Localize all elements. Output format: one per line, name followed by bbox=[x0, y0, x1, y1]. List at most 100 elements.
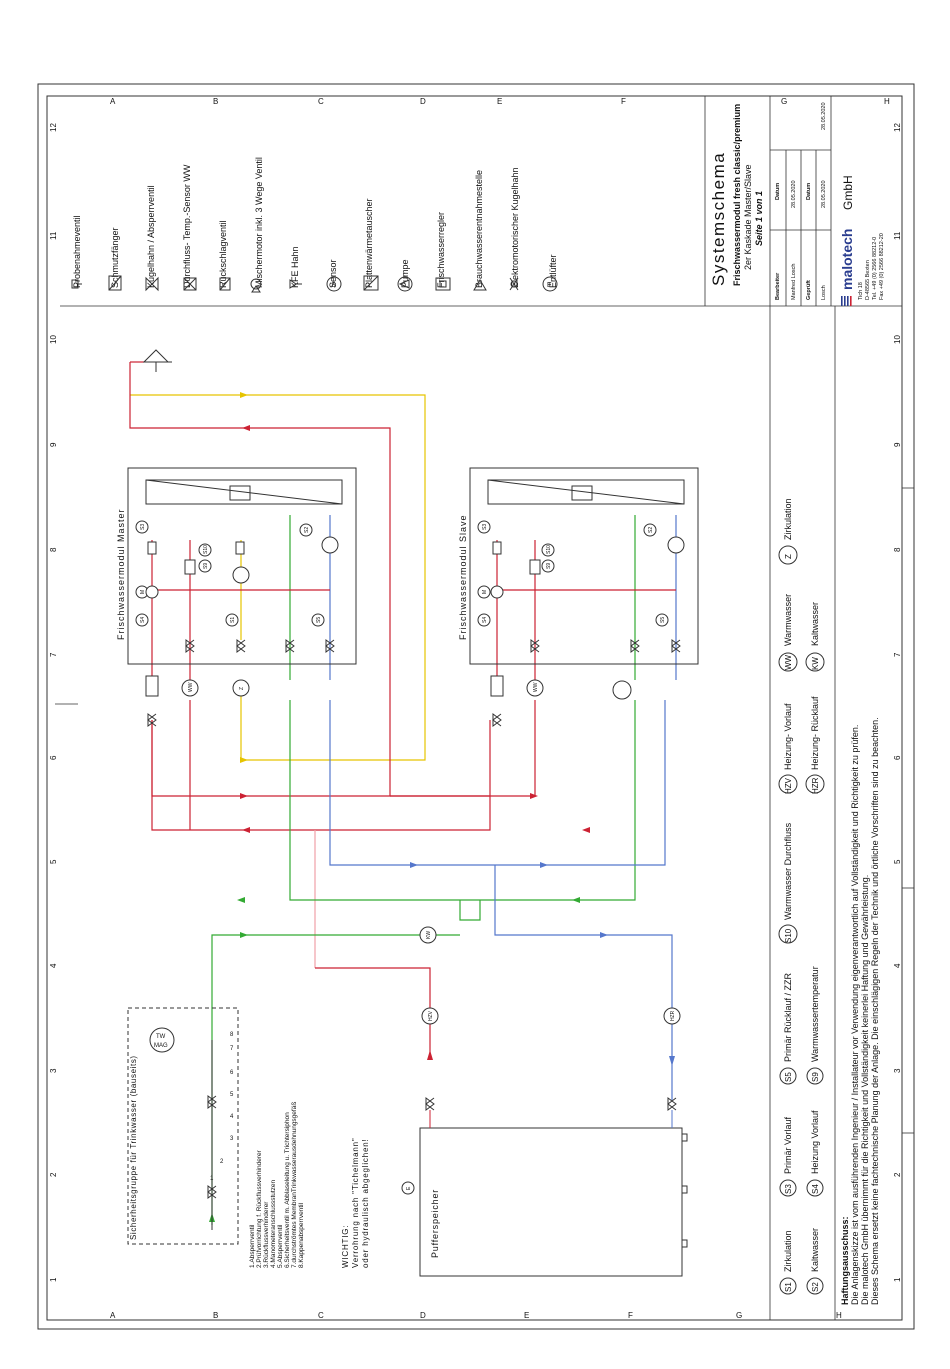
liability-line-2: Die malotech GmbH übernimmt für die Rich… bbox=[860, 875, 870, 1305]
datum-3: 28.05.2020 bbox=[821, 180, 827, 208]
ball-valve-icon bbox=[425, 1097, 435, 1111]
sensor-tags bbox=[135, 520, 681, 1195]
liability-line-3: Dieses Schema ersetzt keine fachtechnisc… bbox=[870, 717, 880, 1305]
warning-note: WICHTIG: Verrohrung nach "Tichelmann" od… bbox=[341, 1137, 370, 1268]
ball-valve-icon bbox=[145, 276, 159, 292]
legend-label: Kugelhahn / Absperrventil bbox=[146, 185, 156, 288]
safety-item: 7.durchströmtes MembranTrinkwasserausdeh… bbox=[291, 1102, 298, 1268]
motor-ball-valve-icon bbox=[509, 277, 519, 291]
ball-valve-icon bbox=[185, 639, 195, 653]
sensor-tag: S2 bbox=[304, 527, 310, 533]
legend-item: Probenahmeventil bbox=[72, 215, 82, 288]
sensor-tag: S9 bbox=[203, 563, 209, 569]
abbr-label: Kaltwasser bbox=[810, 602, 820, 646]
border-number: 6 bbox=[49, 755, 58, 760]
abbr-label: Warmwasser Durchfluss bbox=[783, 822, 793, 920]
safety-number: 1 bbox=[210, 1176, 214, 1182]
legend-item: Brauchwasserentnahmestelle bbox=[474, 170, 484, 288]
safety-group-title: Sicherheitsgruppe für Trinkwasser (bause… bbox=[129, 1055, 138, 1240]
company-tel: Tel. +49 (0) 2566 88212-0 bbox=[872, 237, 878, 300]
abbreviation-legend: S1 Zirkulation S2 Kaltwasser S3 Primär V… bbox=[778, 498, 825, 1295]
warning-heading: WICHTIG: bbox=[341, 1225, 350, 1268]
check-valve-icon bbox=[219, 277, 231, 291]
strainer-icon bbox=[490, 675, 504, 697]
title-line-1: Frischwassermodul fresh classic/premium bbox=[732, 104, 742, 286]
inner-frame bbox=[46, 95, 903, 1321]
legend-label: Entlüfter bbox=[548, 254, 558, 288]
sensor-tag: WW bbox=[533, 682, 539, 692]
tap-point-icon bbox=[473, 279, 487, 291]
geprueft-name: Losch bbox=[821, 285, 827, 300]
legend-item: KFE Hahn bbox=[290, 246, 300, 288]
safety-item: 1.Absperrventil bbox=[249, 1224, 256, 1268]
warning-line-1: Verrohrung nach "Tichelmann" bbox=[351, 1137, 360, 1268]
liability-heading: Haftungsausschuss: bbox=[840, 1216, 850, 1305]
border-number: 4 bbox=[893, 963, 902, 968]
legend-label: Elektromotorischer Kugelhahn bbox=[510, 167, 520, 288]
flow-temp-sensor-icon bbox=[183, 277, 197, 291]
border-letter: F bbox=[621, 97, 626, 106]
border-number: 4 bbox=[49, 963, 58, 968]
abbr-label: Primär Vorlauf bbox=[783, 1116, 793, 1174]
company-fax: Fax +49 (0) 2566 88212-20 bbox=[879, 233, 885, 300]
border-letter: C bbox=[318, 1311, 324, 1320]
border-letter: G bbox=[736, 1311, 742, 1320]
abbr-label: Primär Rücklauf / ZZR bbox=[783, 972, 793, 1062]
safety-number: 2 bbox=[220, 1159, 224, 1165]
border-letter: D bbox=[420, 97, 426, 106]
legend-item: Frischwasserregler bbox=[436, 212, 446, 288]
sensor-tag: S1 bbox=[230, 617, 236, 623]
liability-notice: Haftungsausschuss: Die Anlagenskizze ist… bbox=[840, 717, 880, 1305]
border-number: 10 bbox=[49, 335, 58, 344]
mag-label: MAG bbox=[154, 1043, 168, 1049]
sensor-tag: S10 bbox=[546, 545, 552, 554]
abbr-label: Heizung Vorlauf bbox=[810, 1110, 820, 1174]
legend-label: Pumpe bbox=[400, 259, 410, 288]
bearbeiter-name: Manfred Losch bbox=[791, 264, 797, 300]
air-vent-icon: E bbox=[542, 276, 558, 292]
tap-point-icon bbox=[142, 349, 172, 372]
safety-number: 8 bbox=[230, 1032, 234, 1038]
border-letter: A bbox=[110, 97, 116, 106]
border-letter: B bbox=[213, 97, 218, 106]
datum-2: 28.05.2020 bbox=[821, 102, 827, 130]
border-number: 1 bbox=[893, 1277, 902, 1282]
abbr-code: S4 bbox=[811, 1184, 820, 1194]
border-number: 9 bbox=[49, 442, 58, 447]
abbr-code: HZR bbox=[811, 777, 820, 794]
border-letters-bottom: A B C D E F G H bbox=[110, 1311, 842, 1320]
legend-item: Pumpe bbox=[400, 259, 410, 288]
legend-label: Schmutzfänger bbox=[110, 227, 120, 288]
border-number: 7 bbox=[893, 652, 902, 657]
sensor-tag: S10 bbox=[203, 545, 209, 554]
sensor-tag: HZV bbox=[428, 1010, 434, 1021]
abbr-label: Warmwasser bbox=[783, 594, 793, 646]
abbr-code: WW bbox=[784, 654, 793, 670]
safety-item: 4.Manometeranschlussstutzen bbox=[270, 1179, 277, 1268]
safety-number: 4 bbox=[230, 1114, 234, 1120]
liability-line-1: Die Anlagenskizze ist vom ausführenden I… bbox=[850, 725, 860, 1305]
sensor-tag: HZR bbox=[670, 1010, 676, 1021]
pump-icon bbox=[232, 566, 250, 584]
ball-valve-icon bbox=[667, 1097, 677, 1111]
border-letter: G bbox=[781, 97, 787, 106]
border-number: 7 bbox=[49, 652, 58, 657]
check-valve-icon bbox=[492, 541, 502, 555]
bearbeiter-label: Bearbeiter bbox=[775, 272, 781, 300]
abbr-code: S10 bbox=[784, 928, 793, 943]
border-number: 6 bbox=[893, 755, 902, 760]
kfe-tap-icon bbox=[289, 279, 302, 289]
plate-heat-exchanger-icon bbox=[363, 275, 379, 291]
pump-icon bbox=[667, 536, 685, 554]
border-numbers-left: 12 11 10 9 8 7 6 5 4 3 2 1 bbox=[49, 123, 58, 1282]
ball-valve-icon bbox=[492, 713, 502, 727]
abbr-label: Zirkulation bbox=[783, 498, 793, 540]
ball-valve-icon bbox=[285, 639, 295, 653]
datum-1: 28.05.2020 bbox=[791, 180, 797, 208]
svg-text:E: E bbox=[547, 282, 552, 289]
svg-text:S: S bbox=[331, 282, 336, 289]
legend-item: Schmutzfänger bbox=[110, 227, 120, 288]
border-number: 1 bbox=[49, 1277, 58, 1282]
warning-line-2: oder hydraulisch abgeglichen! bbox=[361, 1139, 370, 1269]
legend-item: Entlüfter bbox=[548, 254, 558, 288]
